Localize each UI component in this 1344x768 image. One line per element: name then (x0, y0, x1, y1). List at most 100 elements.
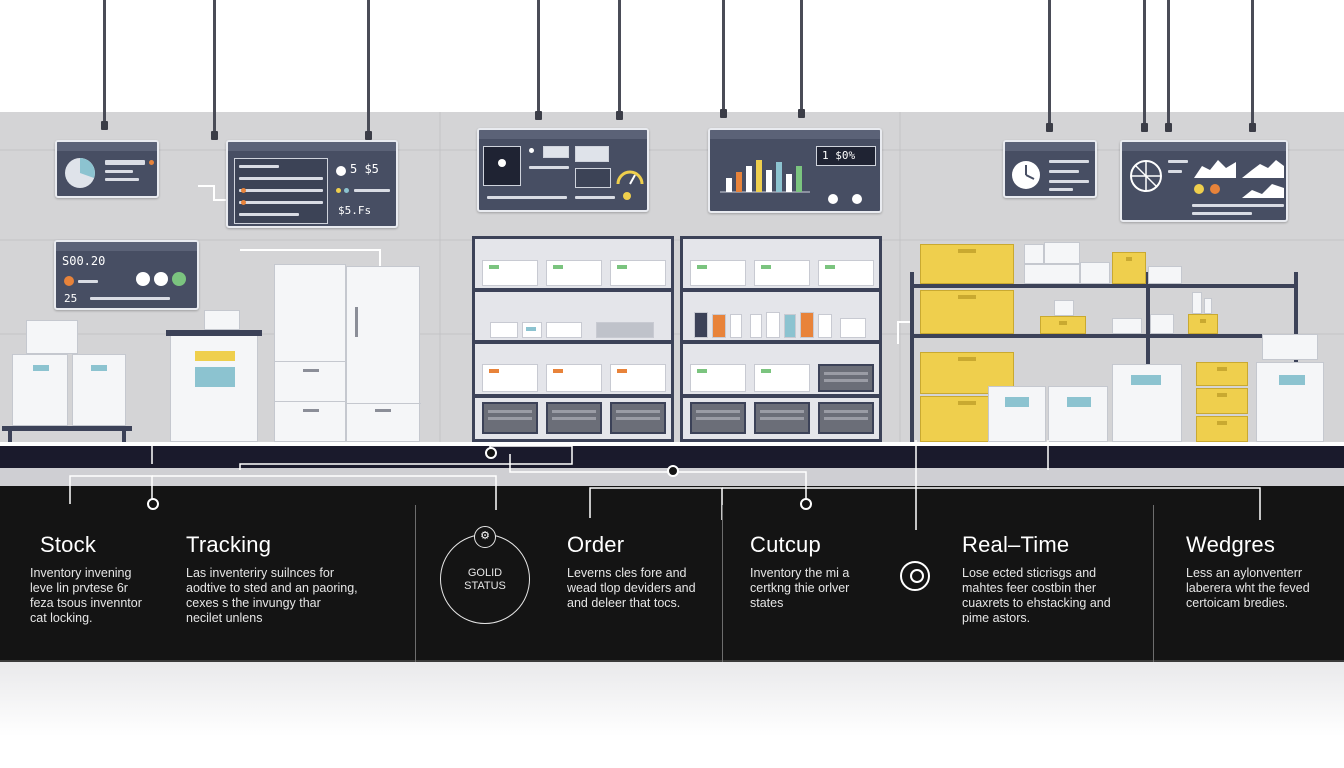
yellow-box (920, 290, 1014, 334)
feature-title-cutcup: Cutcup (750, 532, 821, 557)
screen-value: 5 $5 (350, 162, 379, 176)
storage-box (1148, 266, 1182, 284)
storage-bin (610, 364, 666, 392)
rack-shelf (910, 284, 1298, 288)
storage-bin (840, 318, 866, 338)
counter-lip (0, 468, 1344, 486)
connector-node (485, 447, 497, 459)
feature-desc-order: Leverns cles fore and wead tlop deviders… (567, 566, 696, 610)
storage-bin (482, 364, 538, 392)
storage-bin (712, 314, 726, 338)
storage-bin (730, 314, 742, 338)
storage-bin (754, 364, 810, 392)
feature-panel (0, 486, 1344, 662)
feature-desc-tracking: Las inventeriry suilnces for aodtive to … (186, 566, 358, 625)
storage-box (26, 320, 78, 354)
table-leg (122, 430, 126, 442)
yellow-box (1196, 388, 1248, 414)
cable (720, 0, 727, 118)
column-divider (1153, 505, 1154, 662)
cable (1141, 0, 1148, 132)
connector-lines (69, 440, 1261, 530)
storage-box (1150, 314, 1174, 334)
storage-bin (546, 260, 602, 286)
dashboard-screen-summary: S00.20 25 (54, 240, 199, 310)
rack-post (1294, 272, 1298, 372)
screen-total: S00.20 (62, 254, 106, 268)
refrigerator (274, 264, 347, 442)
shelf (472, 288, 674, 292)
crate (818, 402, 874, 434)
crate (818, 364, 874, 392)
scanner-station (170, 334, 258, 442)
feature-desc-stock: Inventory invening leve lin prvtese 6r f… (30, 566, 142, 625)
feature-title-realtime: Real–Time (962, 532, 1070, 557)
area-chart-icon (1242, 184, 1284, 198)
storage-bin (818, 260, 874, 286)
storage-bin (784, 314, 796, 338)
cable (101, 0, 108, 130)
feature-desc-wedgres: Less an aylonventerr laberera wht the fe… (1186, 566, 1310, 610)
feature-title-tracking: Tracking (186, 532, 272, 557)
storage-bin (522, 322, 542, 338)
yellow-box (1188, 314, 1218, 334)
storage-bin (596, 322, 654, 338)
station-top (166, 330, 262, 336)
lightbulb-icon (900, 561, 930, 591)
yellow-box (1112, 252, 1146, 284)
cable (1165, 0, 1172, 132)
cable (1249, 0, 1256, 132)
storage-bin-white (1048, 386, 1108, 442)
crate (610, 402, 666, 434)
storage-bin (818, 314, 832, 338)
storage-bin (690, 364, 746, 392)
storage-box (12, 354, 68, 426)
storage-bin (750, 314, 762, 338)
column-divider (722, 505, 723, 662)
footer-edge (0, 660, 1344, 662)
storage-bin (610, 260, 666, 286)
storage-box (72, 354, 126, 426)
shelf (680, 340, 882, 344)
floor (0, 662, 1344, 768)
storage-box (1054, 300, 1074, 316)
shelf (680, 288, 882, 292)
dashboard-screen-barchart: 1 $0% (708, 128, 882, 213)
storage-box (1024, 244, 1044, 264)
clock-icon (1012, 161, 1040, 189)
crate (690, 402, 746, 434)
storage-bin (690, 260, 746, 286)
area-chart-icon (1194, 160, 1236, 178)
status-label: GOLID STATUS (464, 567, 506, 592)
yellow-box (1196, 416, 1248, 442)
crate (482, 402, 538, 434)
dashboard-screen-widgets (477, 128, 649, 212)
storage-box (1044, 242, 1080, 264)
shelf (680, 394, 882, 398)
storage-box (1204, 298, 1212, 314)
refrigerator (346, 266, 421, 442)
cable (365, 0, 372, 140)
feature-title-order: Order (567, 532, 625, 557)
screen-percent: 1 $0% (822, 149, 856, 162)
feature-title-wedgres: Wedgres (1186, 532, 1276, 557)
storage-bin-white (1112, 364, 1182, 442)
dashboard-screen-analytics (1120, 140, 1288, 222)
storage-bin (490, 322, 518, 338)
cable (535, 0, 542, 120)
feature-desc-cutcup: Inventory the mi a certkng thie orlver s… (750, 566, 850, 610)
connector-node (667, 465, 679, 477)
storage-bin (546, 322, 582, 338)
rack-post (910, 272, 914, 442)
dashboard-screen-pie (55, 140, 159, 198)
gauge-icon (616, 170, 644, 185)
storage-bin (754, 260, 810, 286)
table-leg (8, 430, 12, 442)
storage-bin (766, 312, 780, 338)
gear-icon: ⚙ (474, 526, 496, 548)
dashboard-screen-clock (1003, 140, 1097, 198)
yellow-box (920, 244, 1014, 284)
storage-bin-white (988, 386, 1046, 442)
storage-box (1192, 292, 1202, 314)
